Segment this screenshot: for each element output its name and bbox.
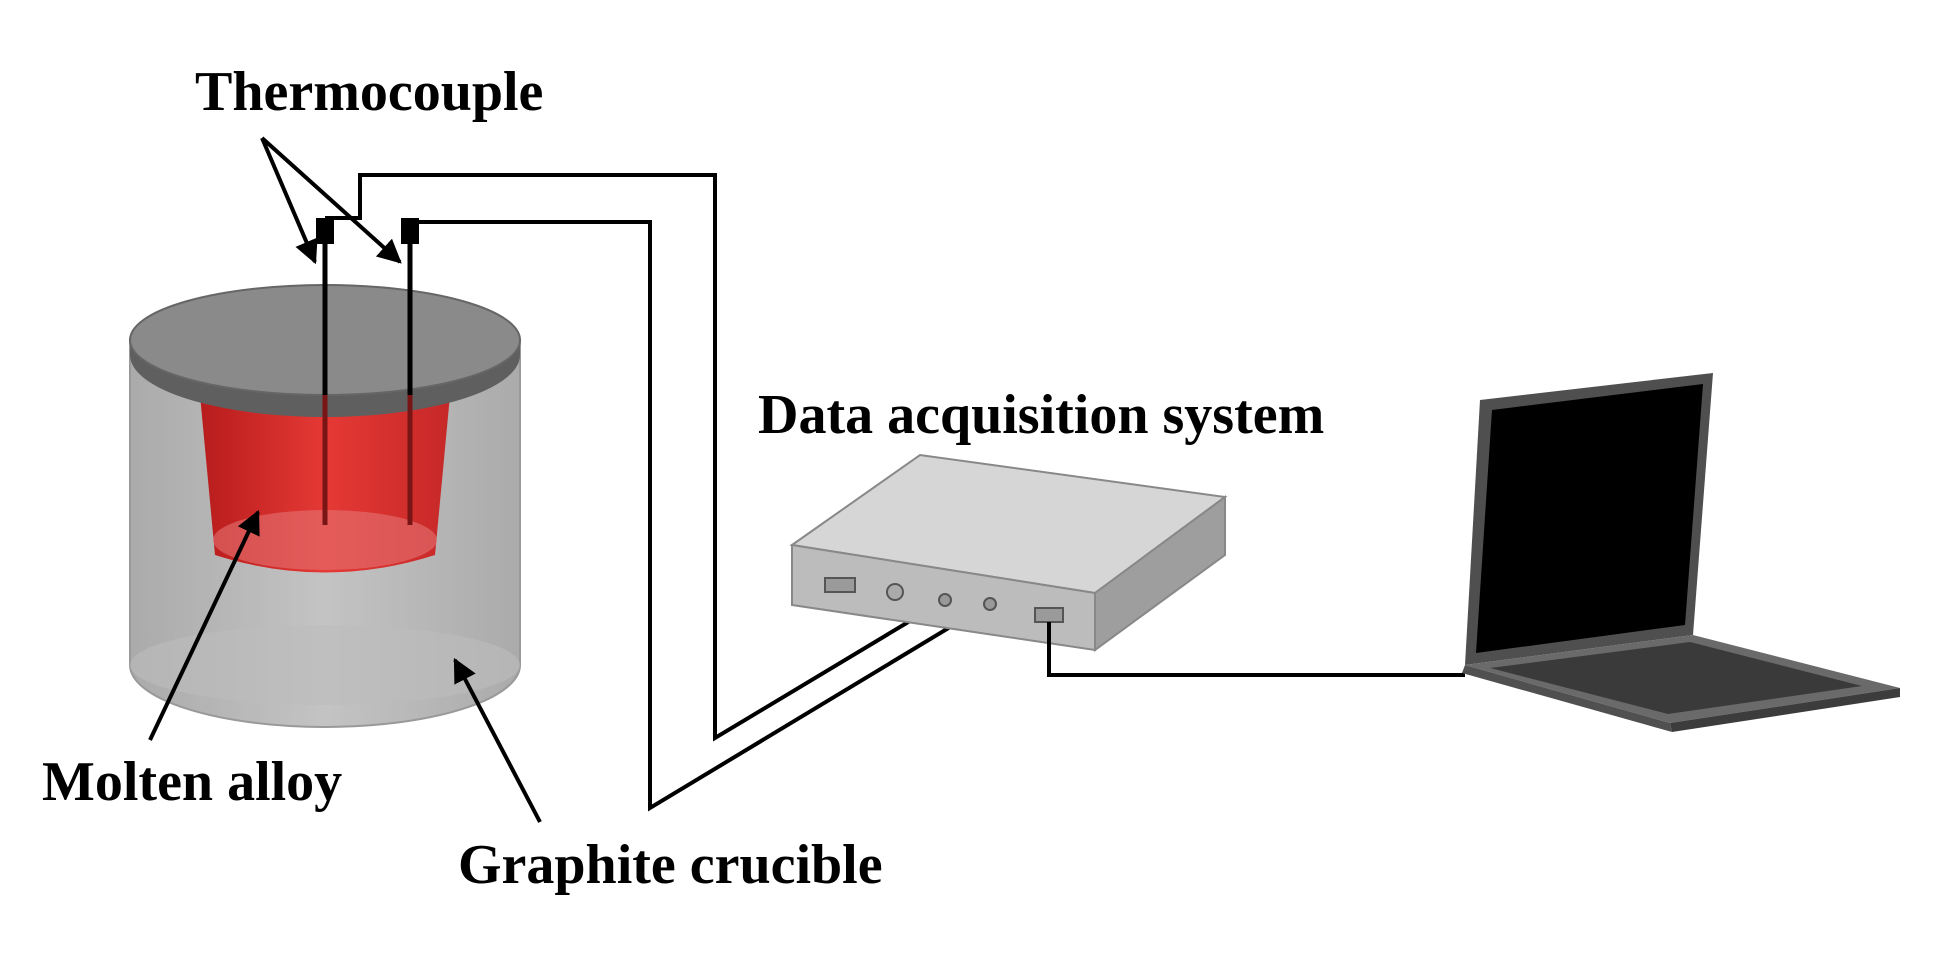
daq-laptop-cable [1047,622,1465,677]
thermocouple-probes [316,218,419,525]
laptop [1462,373,1900,732]
label-arrows [148,136,542,823]
graphite-crucible-label: Graphite crucible [458,834,883,896]
thermocouple-wires [325,173,992,812]
data-acquisition-box [789,453,1228,652]
molten-alloy-label: Molten alloy [42,751,342,813]
daq-label: Data acquisition system [758,384,1324,446]
thermocouple-label: Thermocouple [195,61,543,123]
